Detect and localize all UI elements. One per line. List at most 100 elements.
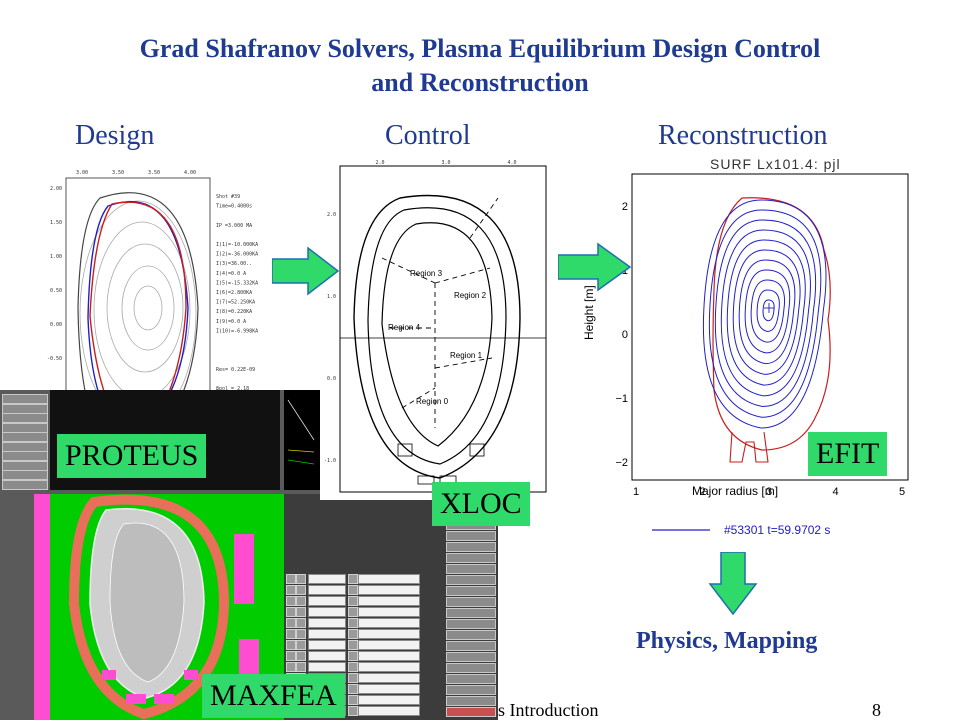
- maxfea-row-cell[interactable]: [296, 596, 306, 606]
- maxfea-row-cell[interactable]: [308, 618, 346, 628]
- maxfea-row-cell[interactable]: [308, 640, 346, 650]
- maxfea-row-cell[interactable]: [348, 640, 358, 650]
- maxfea-menu-button[interactable]: [2, 432, 48, 442]
- maxfea-menu-button[interactable]: [2, 394, 48, 404]
- maxfea-command-button[interactable]: [446, 586, 496, 596]
- maxfea-command-button[interactable]: [446, 696, 496, 706]
- maxfea-row-cell[interactable]: [296, 618, 306, 628]
- maxfea-row-cell[interactable]: [296, 651, 306, 661]
- maxfea-menu-button[interactable]: [2, 451, 48, 461]
- maxfea-row-cell[interactable]: [348, 673, 358, 683]
- maxfea-row-cell[interactable]: [348, 695, 358, 705]
- maxfea-row-cell[interactable]: [348, 618, 358, 628]
- proteus-info-line: I(8)=0.220KA: [216, 309, 252, 315]
- proteus-info-line: I(2)=-36.000KA: [216, 252, 258, 258]
- maxfea-value-field[interactable]: [358, 640, 420, 650]
- maxfea-row-cell[interactable]: [308, 629, 346, 639]
- maxfea-command-button[interactable]: [446, 685, 496, 695]
- maxfea-menu-button[interactable]: [2, 422, 48, 433]
- slide-title-line-2: and Reconstruction: [371, 68, 589, 97]
- maxfea-tag: MAXFEA: [202, 674, 345, 718]
- maxfea-row-cell[interactable]: [348, 706, 358, 716]
- maxfea-command-button[interactable]: [446, 531, 496, 541]
- maxfea-row-cell[interactable]: [286, 574, 296, 584]
- maxfea-command-button[interactable]: [446, 674, 496, 684]
- arrow-design-to-control: [272, 246, 340, 296]
- maxfea-value-field[interactable]: [358, 706, 420, 716]
- maxfea-row-cell[interactable]: [348, 596, 358, 606]
- maxfea-row-cell[interactable]: [286, 640, 296, 650]
- maxfea-row-cell[interactable]: [348, 662, 358, 672]
- maxfea-value-field[interactable]: [358, 607, 420, 617]
- proteus-info-line: I(4)=0.0 A: [216, 271, 246, 277]
- maxfea-row-cell[interactable]: [308, 596, 346, 606]
- maxfea-value-field[interactable]: [358, 574, 420, 584]
- efit-x-tick: 5: [899, 486, 905, 498]
- maxfea-green-canvas: [34, 494, 284, 720]
- maxfea-row-cell[interactable]: [296, 607, 306, 617]
- maxfea-row-cell[interactable]: [308, 585, 346, 595]
- maxfea-row-cell[interactable]: [308, 651, 346, 661]
- maxfea-menu-button[interactable]: [2, 460, 48, 471]
- maxfea-row-cell[interactable]: [348, 585, 358, 595]
- maxfea-row-cell[interactable]: [348, 629, 358, 639]
- maxfea-command-button[interactable]: [446, 707, 496, 717]
- maxfea-row-cell[interactable]: [348, 684, 358, 694]
- efit-flux-contours: [702, 199, 827, 429]
- proteus-info-line: I(9)=0.0 A: [216, 319, 246, 325]
- maxfea-value-field[interactable]: [358, 585, 420, 595]
- maxfea-command-button[interactable]: [446, 564, 496, 574]
- maxfea-menu-button[interactable]: [2, 403, 48, 414]
- efit-flux-contour: [702, 199, 827, 429]
- maxfea-value-field[interactable]: [358, 596, 420, 606]
- maxfea-row-cell[interactable]: [286, 651, 296, 661]
- maxfea-row-cell[interactable]: [286, 607, 296, 617]
- maxfea-command-button[interactable]: [446, 619, 496, 629]
- maxfea-row-cell[interactable]: [308, 607, 346, 617]
- maxfea-command-button[interactable]: [446, 542, 496, 552]
- maxfea-row-cell[interactable]: [308, 574, 346, 584]
- efit-y-tick: 2: [622, 201, 628, 213]
- maxfea-command-button[interactable]: [446, 575, 496, 585]
- maxfea-row-cell[interactable]: [296, 662, 306, 672]
- maxfea-row-cell[interactable]: [286, 629, 296, 639]
- maxfea-command-button[interactable]: [446, 597, 496, 607]
- maxfea-command-button[interactable]: [446, 652, 496, 662]
- maxfea-value-field[interactable]: [358, 673, 420, 683]
- xloc-y-tick: 2.0: [327, 212, 336, 218]
- maxfea-row-cell[interactable]: [286, 618, 296, 628]
- maxfea-row-cell[interactable]: [296, 585, 306, 595]
- efit-ylabel: Height [m]: [582, 285, 596, 340]
- maxfea-value-field[interactable]: [358, 629, 420, 639]
- efit-flux-contour: [756, 289, 780, 332]
- maxfea-command-button[interactable]: [446, 641, 496, 651]
- efit-flux-contour: [744, 269, 791, 354]
- maxfea-menu-button[interactable]: [2, 479, 48, 490]
- maxfea-row-cell[interactable]: [348, 651, 358, 661]
- maxfea-command-button[interactable]: [446, 608, 496, 618]
- maxfea-row-cell[interactable]: [286, 585, 296, 595]
- maxfea-value-field[interactable]: [358, 695, 420, 705]
- maxfea-row-cell[interactable]: [308, 662, 346, 672]
- maxfea-row-cell[interactable]: [296, 629, 306, 639]
- maxfea-row-cell[interactable]: [286, 662, 296, 672]
- maxfea-value-field[interactable]: [358, 651, 420, 661]
- maxfea-row-cell[interactable]: [348, 607, 358, 617]
- maxfea-command-button[interactable]: [446, 553, 496, 563]
- heading-control: Control: [385, 120, 471, 151]
- maxfea-row-cell[interactable]: [296, 640, 306, 650]
- maxfea-menu-button[interactable]: [2, 441, 48, 452]
- maxfea-row-cell[interactable]: [296, 574, 306, 584]
- maxfea-value-field[interactable]: [358, 618, 420, 628]
- efit-x-tick: 2: [699, 486, 705, 498]
- maxfea-command-button[interactable]: [446, 630, 496, 640]
- maxfea-command-button[interactable]: [446, 663, 496, 673]
- maxfea-value-field[interactable]: [358, 684, 420, 694]
- maxfea-row-cell[interactable]: [348, 574, 358, 584]
- maxfea-row-cell[interactable]: [286, 596, 296, 606]
- maxfea-value-field[interactable]: [358, 662, 420, 672]
- maxfea-menu-button[interactable]: [2, 470, 48, 480]
- maxfea-menu-button[interactable]: [2, 413, 48, 423]
